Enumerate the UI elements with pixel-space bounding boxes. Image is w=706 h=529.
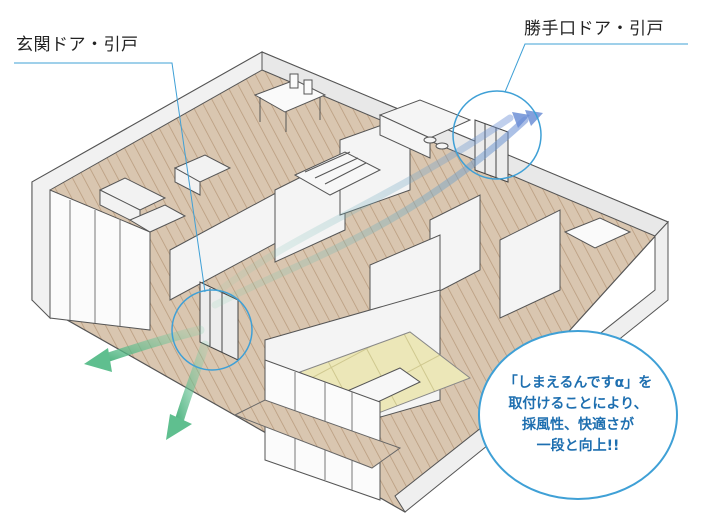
- front-left-window-mullions: [69, 200, 121, 326]
- bubble-line-4: 一段と向上!!: [536, 438, 620, 454]
- entrance-door-highlight: [171, 289, 253, 371]
- kitchen-callout-line: [504, 43, 688, 93]
- kitchen-door-highlight: [452, 90, 542, 180]
- bubble-line-2: 取付けることにより、: [508, 396, 648, 412]
- bathtub: [563, 217, 632, 249]
- kitchen-door-label: 勝手口ドア・引戸: [524, 19, 664, 39]
- outer-wall-right: [394, 220, 669, 513]
- outflow-wind-arrows: [84, 325, 210, 440]
- interior-walls: [169, 114, 561, 451]
- inflow-wind-arrows: [211, 110, 543, 309]
- entrance-callout-line: [14, 62, 206, 293]
- dining-set: [253, 73, 327, 132]
- bubble-line-1: 「しまえるんですα」を: [503, 375, 653, 391]
- front-left-glass-wall: [49, 189, 151, 331]
- living-sofas: [98, 154, 232, 233]
- bubble-line-3: 採風性、快適さが: [522, 417, 634, 433]
- entrance-door-label: 玄関ドア・引戸: [16, 35, 139, 55]
- benefit-callout-bubble: 「しまえるんですα」を 取付けることにより、 採風性、快適さが 一段と向上!!: [478, 330, 678, 500]
- kitchen-counter: [378, 99, 472, 159]
- staircase: [293, 151, 382, 196]
- wood-deck: [233, 399, 402, 469]
